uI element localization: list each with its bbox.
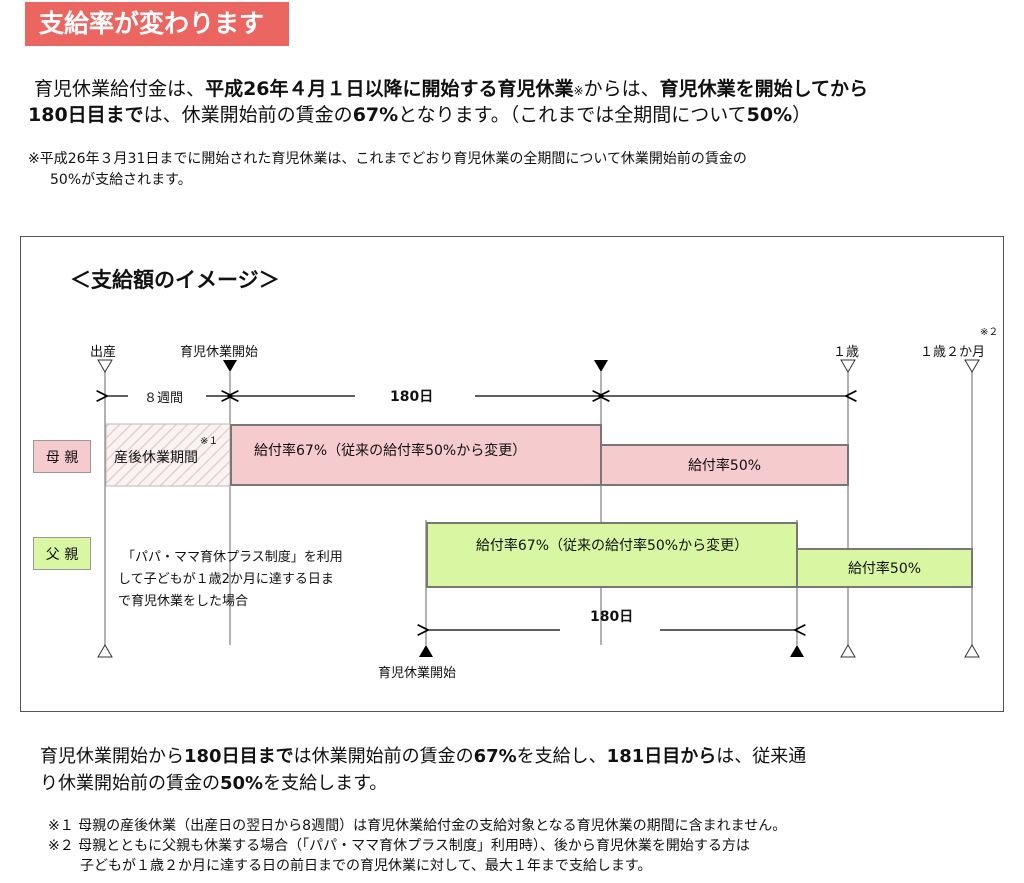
note-line-2: 50%が支給されます。 [50, 172, 192, 188]
note-line-1: ※平成26年３月31日までに開始された育児休業は、これまでどおり育児休業の全期間… [28, 151, 747, 167]
father-leave-start-label: 育児休業開始 [378, 666, 457, 681]
label-note2: ※２ [980, 327, 999, 338]
intro-line-2: 180日目までは、休業開始前の賃金の67%となります。（これまでは全期間について… [28, 104, 812, 126]
father-rate-67-bar: 給付率67%（従来の給付率50%から変更） [426, 522, 798, 588]
label-8-weeks: ８週間 [144, 391, 184, 406]
marker-triangles [97, 359, 980, 658]
postnatal-note: ※１ [200, 436, 219, 447]
father-desc-3: で育児休業をした場合 [118, 594, 249, 609]
intro-line-1: 育児休業給付金は、平成26年４月１日以降に開始する育児休業※からは、育児休業を開… [34, 78, 869, 100]
summary-line-2: り休業開始前の賃金の50%を支給します。 [40, 773, 388, 794]
label-birth: 出産 [90, 345, 117, 360]
mother-tag: 母 親 [33, 440, 91, 473]
footnote-2-line-2: 子どもが１歳２か月に達する日の前日までの育児休業に対して、最大１年まで支給します… [80, 858, 652, 874]
label-180-days: 180日 [390, 389, 434, 405]
father-rate-50-bar: 給付率50% [796, 548, 973, 588]
label-one-year: １歳 [833, 345, 860, 360]
mother-rate-50-bar: 給付率50% [600, 444, 849, 486]
father-tag: 父 親 [33, 537, 91, 570]
father-desc-1: 「パパ・ママ育休プラス制度」を利用 [122, 550, 343, 565]
diagram-title: ＜支給額のイメージ＞ [70, 268, 280, 292]
label-leave-start: 育児休業開始 [180, 345, 259, 360]
footnote-2-line-1: ※２ 母親とともに父親も休業する場合（「パパ・ママ育休プラス制度」利用時）、後か… [48, 838, 750, 854]
father-180-days-label: 180日 [590, 609, 634, 625]
father-desc-2: して子どもが１歳2か月に達する日ま [118, 572, 334, 587]
summary-line-1: 育児休業開始から180日目までは休業開始前の賃金の67%を支給し、181日目から… [40, 746, 807, 767]
section-banner: 支給率が変わります [25, 2, 289, 46]
postnatal-period-label: 産後休業期間 [114, 450, 198, 466]
diagram-frame [20, 236, 1004, 712]
label-one-year-two-months: １歳２か月 [920, 345, 986, 360]
footnote-1: ※１ 母親の産後休業（出産日の翌日から8週間）は育児休業給付金の支給対象となる育… [48, 818, 787, 834]
mother-rate-67-bar: 給付率67%（従来の給付率50%から変更） [230, 424, 602, 486]
